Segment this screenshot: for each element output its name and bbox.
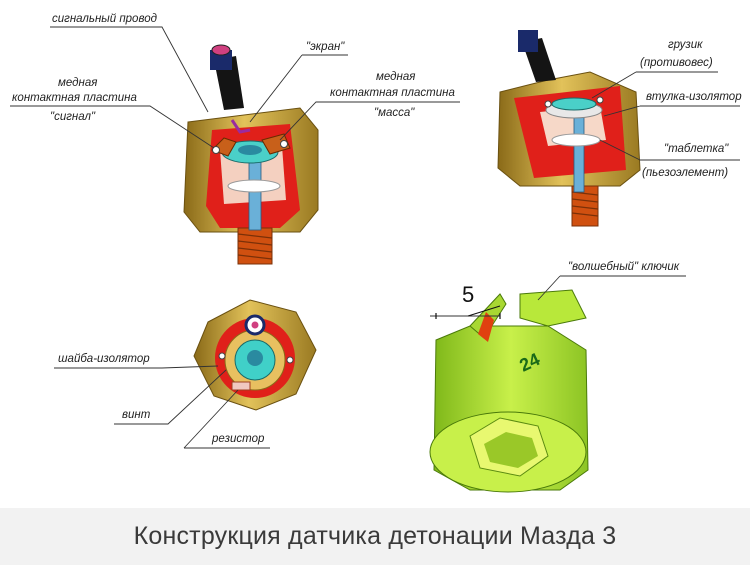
label-magic-key: "волшебный" ключик (537, 261, 686, 301)
sensor-top-view (193, 299, 317, 411)
svg-text:"экран": "экран" (306, 41, 345, 53)
label-dimension: 5 (462, 282, 474, 307)
figure-caption: Конструкция датчика детонации Мазда 3 (133, 522, 617, 550)
svg-text:грузик: грузик (668, 39, 703, 51)
label-copper-plate-mass: медная контактная пластина "масса" (279, 71, 460, 141)
label-screen: "экран" (249, 41, 348, 123)
svg-text:"масса": "масса" (374, 107, 415, 119)
label-screw: винт (114, 369, 227, 425)
sensor-cutaway-side (497, 30, 641, 227)
sensor-cutaway-front (183, 44, 319, 265)
sensor-diagram: сигнальный провод "экран" медная контакт… (10, 13, 742, 493)
svg-text:медная: медная (58, 77, 97, 89)
svg-text:(пьезоэлемент): (пьезоэлемент) (642, 167, 728, 179)
label-copper-plate-signal: медная контактная пластина "сигнал" (10, 77, 215, 149)
label-sleeve-insulator: втулка-изолятор (603, 91, 742, 117)
svg-text:втулка-изолятор: втулка-изолятор (646, 91, 742, 103)
label-resistor: резистор (183, 389, 270, 449)
magic-key: 24 (429, 289, 589, 493)
svg-text:"таблетка": "таблетка" (664, 143, 729, 155)
svg-text:резистор: резистор (211, 433, 265, 445)
svg-text:медная: медная (376, 71, 415, 83)
svg-text:винт: винт (122, 409, 151, 421)
svg-text:"сигнал": "сигнал" (50, 111, 96, 123)
svg-text:шайба-изолятор: шайба-изолятор (58, 353, 150, 365)
svg-text:сигнальный провод: сигнальный провод (52, 13, 157, 25)
label-weight: грузик (противовес) (591, 39, 718, 99)
label-washer-insulator: шайба-изолятор (54, 353, 219, 369)
svg-text:контактная пластина: контактная пластина (330, 87, 455, 99)
svg-text:"волшебный" ключик: "волшебный" ключик (568, 261, 680, 273)
svg-text:контактная пластина: контактная пластина (12, 92, 137, 104)
diagram-area: сигнальный провод "экран" медная контакт… (0, 0, 750, 508)
label-tablet: "таблетка" (пьезоэлемент) (599, 139, 740, 179)
svg-text:5: 5 (462, 282, 474, 307)
label-signal-wire: сигнальный провод (50, 13, 209, 113)
svg-text:(противовес): (противовес) (640, 57, 713, 69)
